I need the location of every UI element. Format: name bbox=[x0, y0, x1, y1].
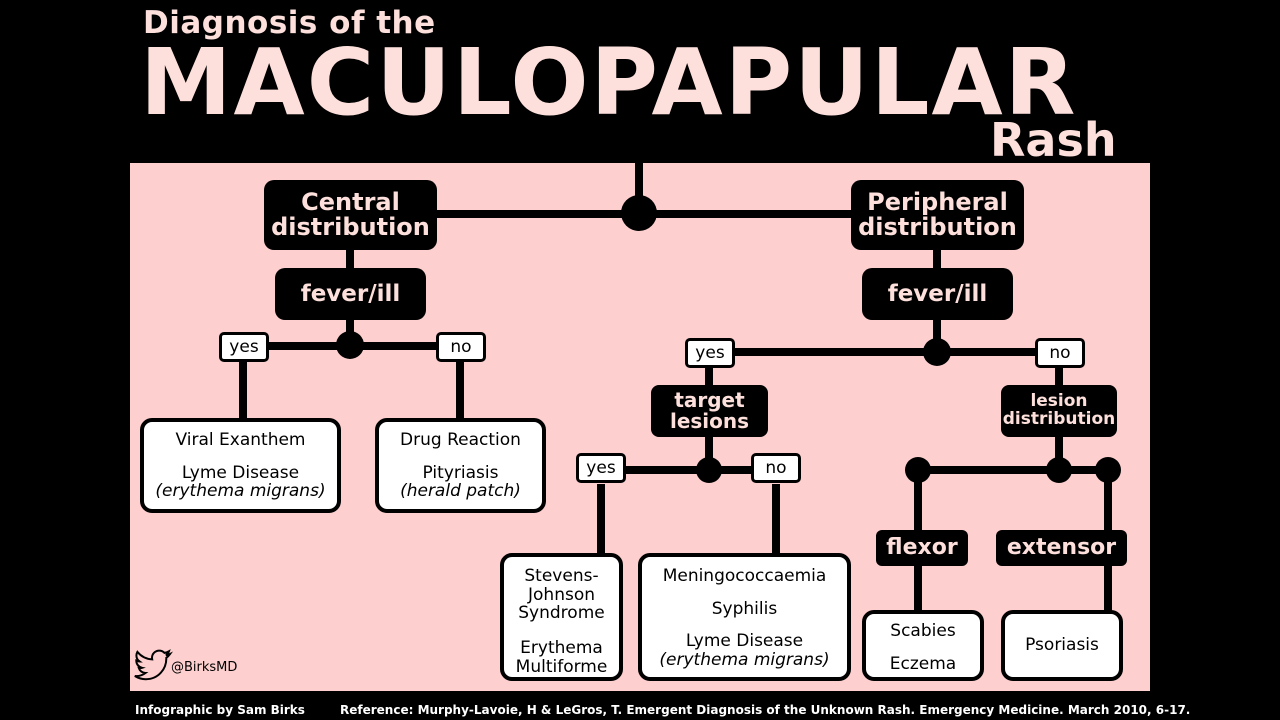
peripheral-yes-box: yes bbox=[685, 338, 735, 368]
central-no-leaf: Drug Reaction Pityriasis (herald patch) bbox=[375, 418, 546, 513]
peripheral-label-line2: distribution bbox=[858, 213, 1017, 241]
central-no-box: no bbox=[436, 332, 486, 362]
peripheral-distribution-node: Peripheral distribution bbox=[851, 180, 1024, 250]
central-yes-leaf: Viral Exanthem Lyme Disease (erythema mi… bbox=[140, 418, 341, 513]
peripheral-fever-node: fever/ill bbox=[862, 268, 1013, 320]
junction-dot bbox=[336, 331, 364, 359]
junction-dot bbox=[1046, 457, 1072, 483]
footer-credit: Infographic by Sam Birks bbox=[135, 703, 305, 717]
leaf-line: Viral Exanthem bbox=[175, 430, 306, 450]
central-label-line2: distribution bbox=[271, 213, 430, 241]
central-distribution-node: Central distribution bbox=[264, 180, 437, 250]
target-no-box: no bbox=[751, 453, 801, 483]
target-yes-box: yes bbox=[576, 453, 626, 483]
leaf-line: Multiforme bbox=[515, 656, 608, 677]
target-line2: lesions bbox=[669, 409, 750, 433]
leaf-line-italic: (herald patch) bbox=[400, 481, 521, 502]
peripheral-label-line1: Peripheral bbox=[867, 187, 1008, 216]
leaf-line: Lyme Disease bbox=[685, 631, 804, 652]
leaf-line-italic: (erythema migrans) bbox=[155, 481, 326, 502]
title-line1: Diagnosis of the bbox=[143, 5, 436, 41]
leaf-line: Johnson bbox=[528, 584, 595, 605]
extensor-node: extensor bbox=[996, 530, 1127, 566]
junction-dot bbox=[923, 338, 951, 366]
target-line1: target bbox=[674, 388, 745, 412]
leaf-line: Syndrome bbox=[518, 603, 605, 624]
twitter-bird-icon bbox=[134, 649, 173, 681]
leaf-line: Pityriasis bbox=[422, 462, 499, 483]
junction-dot bbox=[696, 457, 722, 483]
central-label-line1: Central bbox=[301, 187, 400, 216]
leaf-line: Drug Reaction bbox=[400, 430, 521, 450]
lesion-distribution-node: lesion distribution bbox=[1001, 385, 1117, 437]
twitter-handle: @BirksMD bbox=[171, 660, 238, 675]
sjs-leaf: Stevens- Johnson Syndrome Erythema Multi… bbox=[500, 553, 623, 681]
title-line2: MACULOPAPULAR bbox=[140, 29, 1078, 136]
junction-dot bbox=[621, 195, 657, 231]
leaf-line: Psoriasis bbox=[1025, 635, 1099, 656]
leaf-line-italic: (erythema migrans) bbox=[659, 650, 830, 671]
target-lesions-node: target lesions bbox=[651, 385, 768, 437]
lesion-line2: distribution bbox=[1002, 409, 1116, 429]
leaf-line: Lyme Disease bbox=[181, 462, 300, 483]
peripheral-no-box: no bbox=[1035, 338, 1085, 368]
leaf-line: Eczema bbox=[889, 653, 957, 674]
leaf-line: Erythema bbox=[520, 638, 603, 659]
junction-dot bbox=[1095, 457, 1121, 483]
leaf-line: Scabies bbox=[890, 621, 956, 641]
footer-reference: Reference: Murphy-Lavoie, H & LeGros, T.… bbox=[340, 703, 1191, 717]
central-fever-node: fever/ill bbox=[275, 268, 426, 320]
junction-dot bbox=[905, 457, 931, 483]
leaf-line: Meningococcaemia bbox=[662, 566, 827, 586]
leaf-line: Stevens- bbox=[524, 566, 599, 586]
meningococcaemia-leaf: Meningococcaemia Syphilis Lyme Disease (… bbox=[638, 553, 851, 681]
flexor-leaf: Scabies Eczema bbox=[862, 610, 984, 681]
leaf-line: Syphilis bbox=[711, 598, 778, 619]
central-yes-box: yes bbox=[219, 332, 269, 362]
flexor-node: flexor bbox=[876, 530, 968, 566]
lesion-line1: lesion bbox=[1030, 391, 1088, 412]
extensor-leaf: Psoriasis bbox=[1001, 610, 1123, 681]
title-line3: Rash bbox=[990, 113, 1117, 167]
